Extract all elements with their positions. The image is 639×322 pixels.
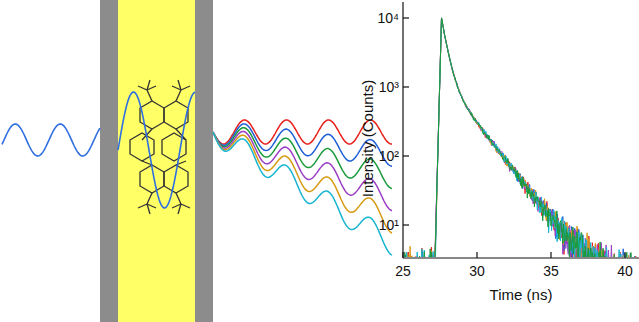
y-tick-label: 10⁴ (377, 11, 399, 25)
decay-curve (404, 18, 639, 257)
decay-curve (404, 18, 639, 257)
tick (403, 17, 409, 18)
x-tick-label: 40 (617, 264, 633, 278)
axis-title: Time (ns) (490, 287, 553, 302)
mirror (195, 0, 213, 322)
cavity-wave (118, 92, 195, 208)
decay-curve (404, 18, 639, 257)
tick (624, 252, 625, 258)
y-tick-label: 10³ (379, 80, 399, 94)
decay-curve (404, 18, 639, 257)
decay-curves (404, 18, 639, 257)
tick (403, 155, 409, 156)
tick (550, 252, 551, 258)
y-tick-label: 10¹ (379, 218, 399, 232)
decay-curve (404, 18, 639, 257)
incident-wave (2, 124, 100, 156)
mirror (100, 0, 118, 322)
x-tick-label: 30 (469, 264, 485, 278)
tick (476, 252, 477, 258)
x-tick-label: 35 (543, 264, 559, 278)
light-waves (2, 92, 392, 255)
cavity-medium (118, 0, 195, 322)
tick (403, 224, 409, 225)
x-tick-label: 25 (395, 264, 411, 278)
tick (402, 252, 403, 258)
tick (403, 86, 409, 87)
axes (403, 2, 639, 258)
decay-curve (404, 18, 639, 257)
y-tick-label: 10² (379, 149, 399, 163)
axis-title: Intensity (Counts) (360, 79, 375, 197)
